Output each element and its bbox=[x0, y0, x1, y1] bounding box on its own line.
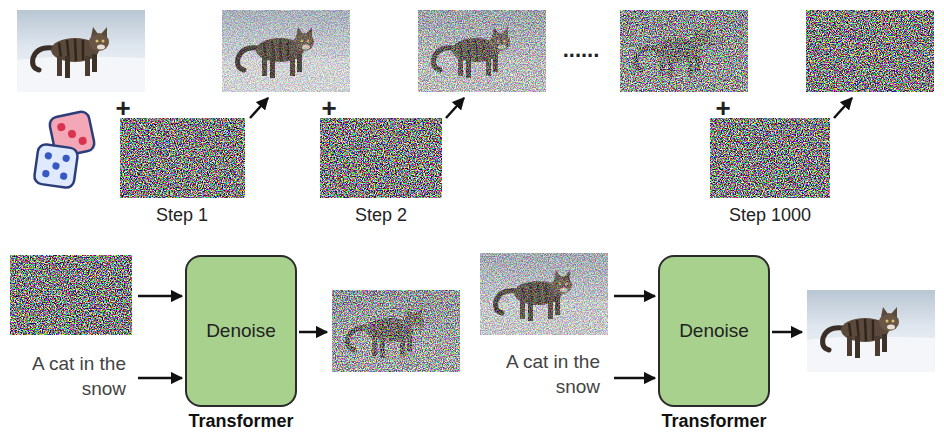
noise-overlay bbox=[418, 10, 546, 92]
noise-image bbox=[806, 10, 934, 92]
arrow bbox=[614, 377, 655, 380]
arrow bbox=[772, 331, 802, 334]
cat-image bbox=[620, 10, 748, 92]
noise-overlay bbox=[620, 10, 748, 92]
text-label: Step 2 bbox=[331, 204, 431, 227]
noise-overlay bbox=[222, 10, 350, 92]
noise-image bbox=[320, 118, 442, 198]
box-caption: Transformer bbox=[661, 411, 766, 432]
text-label: ...... bbox=[553, 36, 609, 65]
cat-image bbox=[418, 10, 546, 92]
plus-sign: + bbox=[318, 92, 340, 126]
arrow bbox=[446, 98, 464, 118]
plus-sign: + bbox=[712, 92, 734, 126]
arrow bbox=[138, 377, 182, 380]
arrow bbox=[250, 98, 268, 118]
noise-image bbox=[10, 255, 132, 335]
text-label: Step 1000 bbox=[705, 204, 835, 227]
noise-overlay bbox=[480, 253, 608, 335]
transformer-box: DenoiseTransformer bbox=[658, 255, 770, 407]
cat-image bbox=[17, 10, 145, 92]
cat-image bbox=[222, 10, 350, 92]
cat-image bbox=[807, 290, 935, 372]
arrow bbox=[834, 98, 852, 118]
transformer-box: DenoiseTransformer bbox=[185, 255, 297, 407]
cat-image bbox=[332, 290, 460, 372]
plus-sign: + bbox=[112, 92, 134, 126]
box-text: Denoise bbox=[206, 320, 276, 342]
cat-image bbox=[480, 253, 608, 335]
arrow bbox=[299, 331, 327, 334]
dice-icon bbox=[33, 110, 95, 188]
noise-image bbox=[120, 118, 245, 198]
text-label: A cat in the snow bbox=[476, 350, 600, 399]
arrow bbox=[614, 295, 655, 298]
noise-image bbox=[710, 118, 830, 198]
box-text: Denoise bbox=[679, 320, 749, 342]
noise-overlay bbox=[332, 290, 460, 372]
text-label: Step 1 bbox=[132, 204, 232, 227]
arrow bbox=[138, 295, 182, 298]
box-caption: Transformer bbox=[188, 411, 293, 432]
text-label: A cat in the snow bbox=[6, 352, 126, 401]
